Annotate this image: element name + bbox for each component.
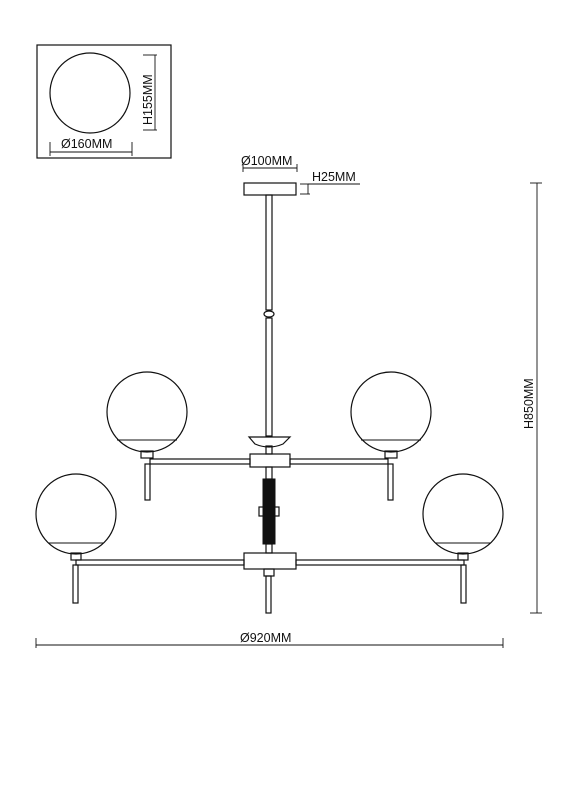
globe-lower-right [422, 473, 504, 555]
canopy-dimensions: Ø100MM H25MM [241, 154, 360, 195]
down-rod [263, 194, 275, 437]
detail-frame [36, 44, 172, 159]
center-stem [262, 478, 276, 545]
overall-width-dimension: Ø920MM [35, 631, 504, 648]
detail-height-label: H155MM [141, 74, 155, 125]
lower-tier [35, 473, 504, 614]
globe-upper-right [350, 371, 432, 453]
overall-height-dimension: H850MM [522, 182, 542, 614]
upper-tier [106, 371, 432, 501]
bottom-finial [265, 575, 272, 614]
lower-arm-left [75, 559, 245, 566]
upper-arm-left [149, 458, 251, 465]
globe-detail-inset: H155MM Ø160MM [36, 44, 172, 159]
upper-cup [247, 436, 292, 448]
detail-globe [49, 52, 131, 134]
detail-diameter-label: Ø160MM [61, 137, 112, 151]
upper-arm-right [289, 458, 389, 465]
canopy-height-label: H25MM [312, 170, 356, 184]
upper-hub [249, 453, 291, 468]
lower-arm-right [295, 559, 465, 566]
globe-upper-left [106, 371, 188, 453]
globe-lower-left [35, 473, 117, 555]
center-body [258, 466, 280, 554]
canopy-diameter-label: Ø100MM [241, 154, 292, 168]
overall-height-label: H850MM [522, 378, 536, 429]
overall-width-label: Ø920MM [240, 631, 291, 645]
ceiling-canopy [243, 182, 297, 196]
lower-hub [243, 552, 297, 570]
